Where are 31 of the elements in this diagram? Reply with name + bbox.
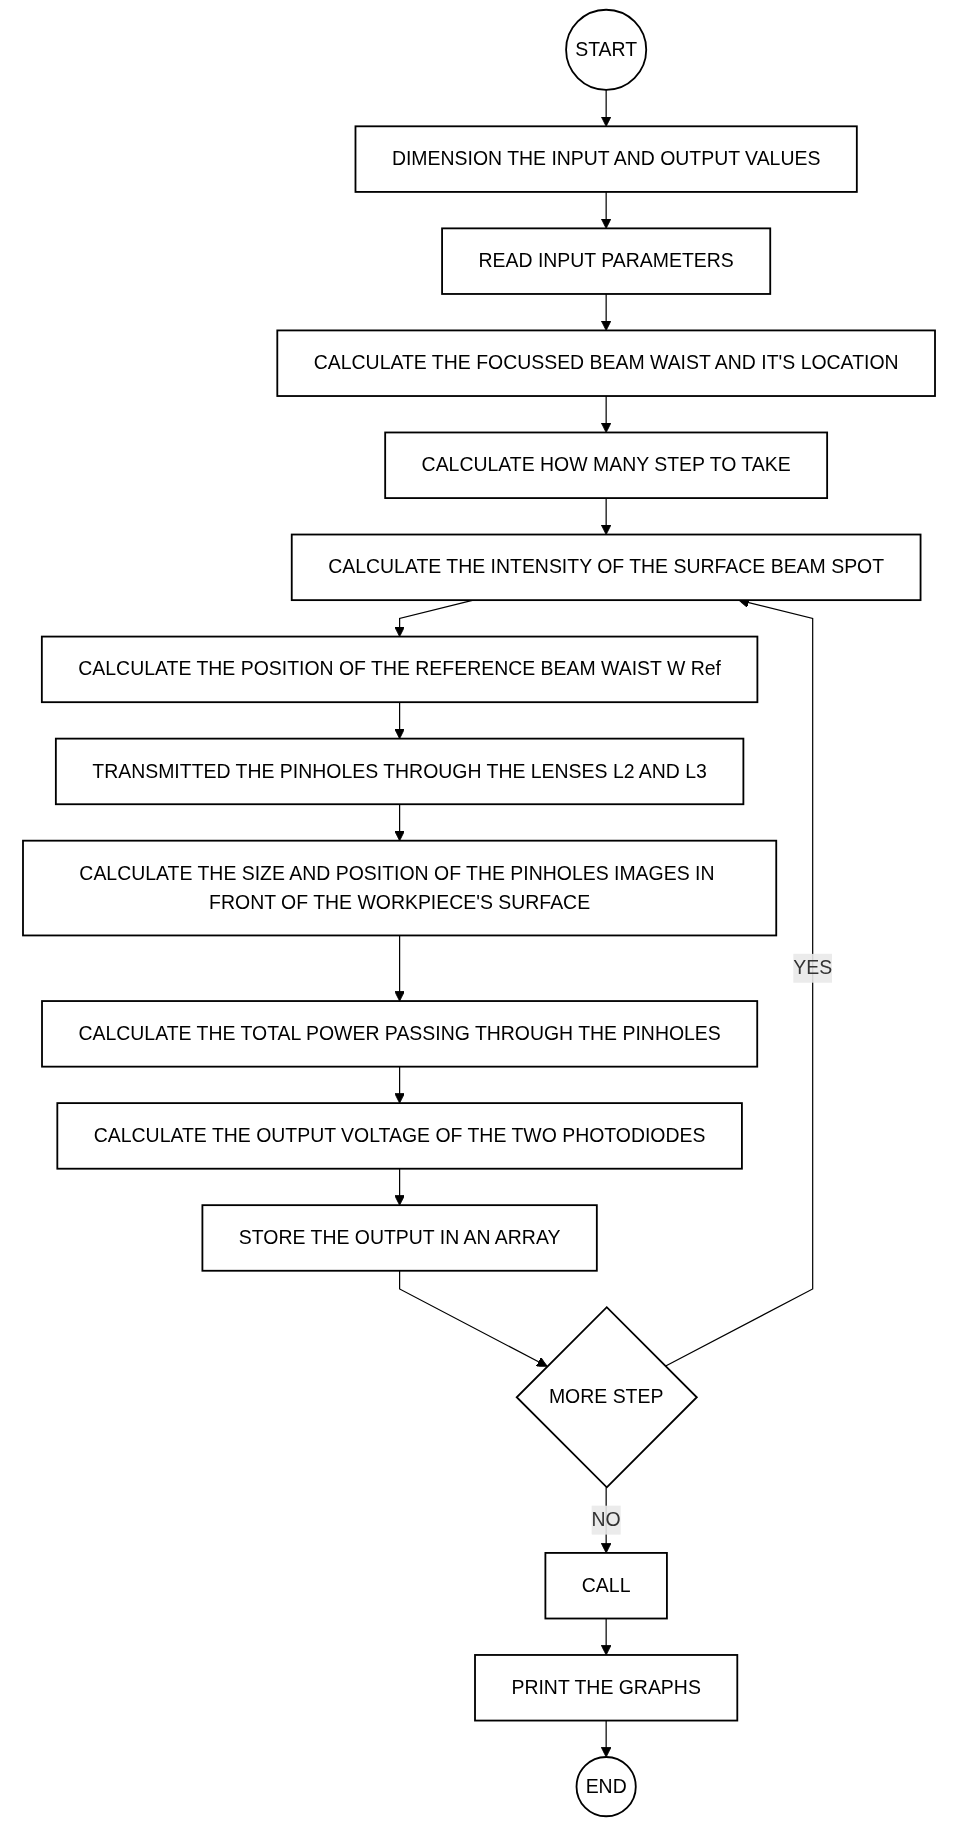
node-box: DIMENSION THE INPUT AND OUTPUT VALUES [354, 125, 858, 193]
node-box: CALCULATE THE TOTAL POWER PASSING THROUGH THE PINHOLES [41, 1000, 759, 1068]
arrow [394, 803, 405, 842]
arrow [600, 89, 612, 127]
arrow [600, 191, 612, 229]
arrow [394, 1168, 405, 1206]
arrow [600, 1617, 612, 1656]
node-box: TRANSMITTED THE PINHOLES THROUGH THE LENSES L2 AND L3 [54, 737, 745, 806]
node-box: CALCULATE THE INTENSITY OF THE SURFACE BEAM SPOT [290, 533, 922, 602]
node-box: CALCULATE THE SIZE AND POSITION OF THE PINHOLES IMAGES IN FRONT OF THE WORKPIECE'S SURFACE [22, 839, 778, 937]
arrow [394, 701, 405, 740]
node-box: CALL [544, 1552, 668, 1620]
node-box: PRINT THE GRAPHS [474, 1654, 739, 1722]
edge-label: YES [793, 957, 833, 978]
node-diamond: MORE STEP [515, 1305, 699, 1489]
arrow [600, 1719, 612, 1758]
arrow [600, 293, 612, 331]
node-box: CALCULATE THE FOCUSSED BEAM WAIST AND IT'S LOCATION [276, 329, 936, 397]
node-box: CALCULATE THE POSITION OF THE REFERENCE BEAM WAIST W Ref [40, 635, 759, 704]
arrow [600, 497, 612, 535]
arrow [399, 1270, 548, 1367]
arrow [394, 934, 405, 1002]
node-circle: END [575, 1756, 637, 1818]
node-box: READ INPUT PARAMETERS [441, 227, 772, 295]
arrow [600, 395, 612, 433]
node-box: CALCULATE THE OUTPUT VOLTAGE OF THE TWO PHOTODIODES [56, 1102, 743, 1170]
node-circle: START [565, 8, 648, 91]
node-box: STORE THE OUTPUT IN AN ARRAY [201, 1204, 598, 1272]
node-box: CALCULATE HOW MANY STEP TO TAKE [384, 431, 829, 499]
edge-label: NO [591, 1509, 621, 1530]
arrow [394, 1066, 405, 1104]
